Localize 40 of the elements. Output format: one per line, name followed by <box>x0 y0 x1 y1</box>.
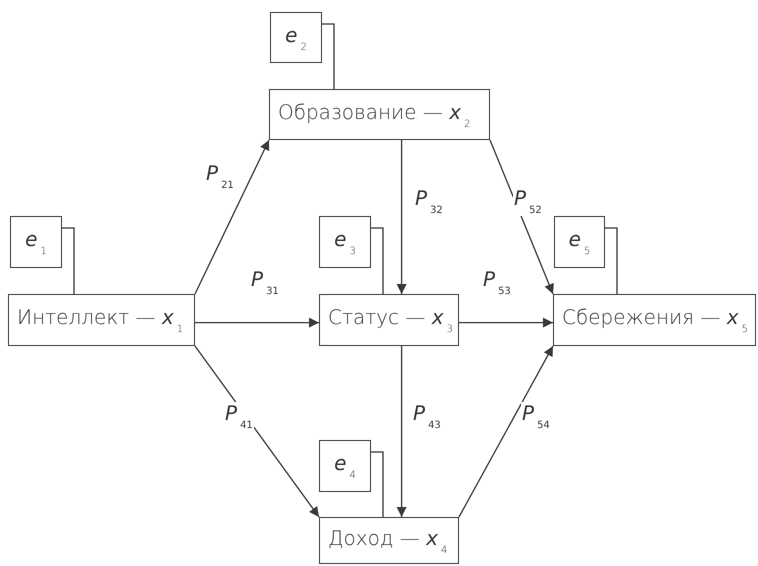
connector-line <box>322 23 335 89</box>
path-coefficient-label: P$_{53}$ <box>482 268 512 297</box>
path-coefficient-label: P$_{31}$ <box>250 268 280 297</box>
connector-line <box>62 227 75 294</box>
error-term-box <box>270 12 322 63</box>
path-coefficient-label: P$_{21}$ <box>205 162 235 191</box>
node-label: Интеллект — x$_{1}$ <box>16 305 184 335</box>
variable-box <box>269 89 490 140</box>
node-label: e$_{1}$ <box>25 227 47 257</box>
node-label: e$_{3}$ <box>334 227 356 257</box>
path-coefficient-label: P$_{52}$ <box>513 187 543 216</box>
variable-box <box>319 517 459 564</box>
error-term-box <box>319 216 371 268</box>
arrow <box>396 346 407 517</box>
node-label: e$_{5}$ <box>568 227 590 257</box>
variable-box <box>553 294 756 346</box>
path-coefficient-label: P$_{41}$ <box>224 402 254 431</box>
arrow <box>194 140 270 294</box>
variable-box <box>319 294 459 346</box>
arrow <box>458 346 554 518</box>
path-coefficient-label: P$_{43}$ <box>412 402 442 431</box>
node-label: Доход — x$_{4}$ <box>327 526 448 556</box>
path-coefficient-label: P$_{54}$ <box>521 402 551 431</box>
arrow <box>195 318 319 328</box>
error-term-box <box>319 440 371 492</box>
node-label: Сбережения — x$_{5}$ <box>561 305 748 335</box>
node-label: Образование — x$_{2}$ <box>277 100 470 130</box>
connector-line <box>605 227 618 294</box>
node-label: e$_{4}$ <box>334 451 356 481</box>
variable-box <box>8 294 195 346</box>
connector-line <box>371 227 384 294</box>
error-term-box <box>554 216 605 268</box>
path-coefficient-label: P$_{32}$ <box>414 187 444 216</box>
arrow <box>396 140 407 294</box>
error-term-box <box>10 216 62 268</box>
arrow <box>489 140 554 294</box>
node-label: e$_{2}$ <box>285 22 307 52</box>
arrow <box>459 318 553 328</box>
node-label: Статус — x$_{3}$ <box>327 305 453 335</box>
connector-line <box>371 451 384 517</box>
